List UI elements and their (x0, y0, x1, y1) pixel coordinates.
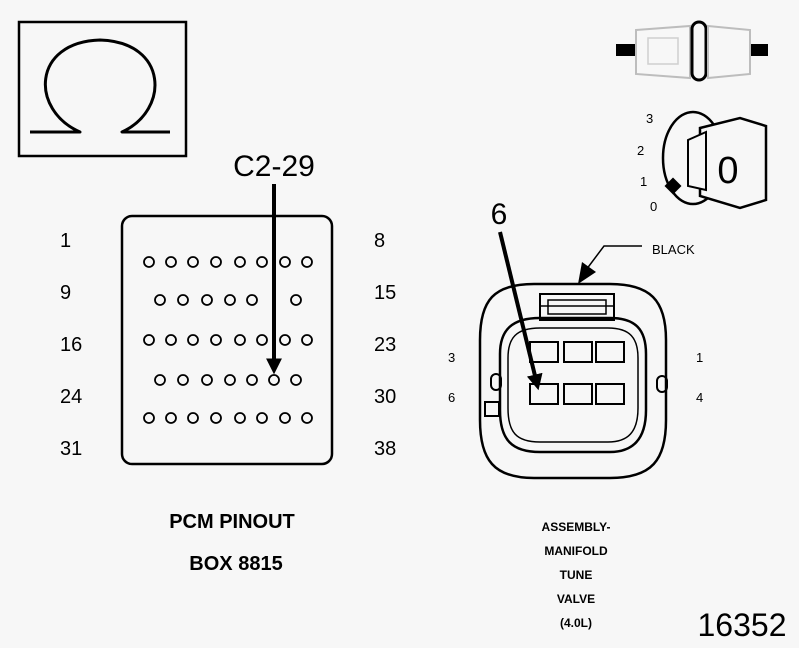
ignition-position-label: 0 (650, 199, 657, 214)
row-label-right: 15 (374, 282, 396, 304)
wire-callout-arrowhead (578, 262, 596, 284)
pcm-pin (256, 334, 268, 346)
ignition-switch-icon: 0 (616, 20, 768, 210)
pcm-pin (246, 374, 258, 386)
pcm-title-line1: PCM PINOUT (169, 511, 295, 533)
valve-caption-line: VALVE (557, 592, 595, 606)
key-head (698, 116, 768, 210)
pcm-connector (120, 214, 334, 466)
pcm-pin (143, 256, 155, 268)
valve-connector (478, 282, 668, 480)
pcm-pin (210, 412, 222, 424)
pcm-pin-field (143, 256, 313, 424)
valve-pin-callout-label: 6 (491, 198, 508, 231)
pcm-pin (256, 412, 268, 424)
pcm-pin (301, 256, 313, 268)
cavity (529, 383, 559, 405)
pcm-pin (290, 294, 302, 306)
row-label-left: 31 (60, 438, 82, 460)
pcm-pin (268, 374, 280, 386)
ignition-position-label: 3 (646, 111, 653, 126)
cavity (563, 341, 593, 363)
pcm-pin (177, 374, 189, 386)
row-label-left: 24 (60, 386, 82, 408)
ohmmeter-symbol (17, 20, 188, 158)
row-label-left: 9 (60, 282, 71, 304)
pcm-pin (177, 294, 189, 306)
omega-icon (30, 38, 170, 134)
pcm-pin (290, 374, 302, 386)
ignition-position-label: 1 (640, 174, 647, 189)
pcm-pin (246, 294, 258, 306)
pcm-pin (143, 412, 155, 424)
valve-pin-label: 1 (696, 350, 703, 365)
wire-color-label: BLACK (652, 242, 695, 257)
pcm-pin (224, 374, 236, 386)
valve-caption-line: ASSEMBLY- (542, 520, 611, 534)
valve-pin-callout-arrow (498, 231, 543, 391)
valve-pin-label: 3 (448, 350, 455, 365)
pcm-pin (187, 334, 199, 346)
pcm-pin (201, 374, 213, 386)
pcm-pin (234, 412, 246, 424)
valve-connector-shroud (498, 316, 648, 454)
pcm-pin (279, 334, 291, 346)
valve-connector-housing (478, 282, 668, 480)
pcm-pin (256, 256, 268, 268)
pcm-pin (210, 334, 222, 346)
pcm-pin (187, 256, 199, 268)
valve-pin-label: 4 (696, 390, 703, 405)
pcm-callout-label: C2-29 (233, 150, 315, 183)
valve-caption-line: TUNE (560, 568, 593, 582)
pcm-pin (301, 412, 313, 424)
valve-connector-latch (539, 293, 615, 321)
pcm-pin (279, 256, 291, 268)
valve-caption-line: (4.0L) (560, 616, 592, 630)
valve-connector-cavities (529, 341, 625, 405)
pcm-pin (234, 334, 246, 346)
row-label-right: 8 (374, 230, 385, 252)
pcm-pin (165, 412, 177, 424)
terminal-right (750, 44, 768, 56)
key-label: 0 (717, 150, 738, 192)
cavity (595, 341, 625, 363)
pcm-pin (165, 334, 177, 346)
pcm-pin (234, 256, 246, 268)
wire-callout-leader (585, 245, 642, 271)
row-label-left: 1 (60, 230, 71, 252)
pcm-pin (154, 294, 166, 306)
pcm-pin (165, 256, 177, 268)
ignition-position-label: 2 (637, 143, 644, 158)
cavity (563, 383, 593, 405)
pcm-pin (279, 412, 291, 424)
key-position-marker (664, 177, 682, 195)
row-label-right: 30 (374, 386, 396, 408)
cavity (529, 341, 559, 363)
pcm-pin (210, 256, 222, 268)
row-label-right: 23 (374, 334, 396, 356)
pcm-pin (143, 334, 155, 346)
pcm-title-line2: BOX 8815 (189, 553, 282, 575)
cavity (595, 383, 625, 405)
figure-number: 16352 (698, 607, 787, 643)
pcm-row-labels-right: 8 15 23 30 38 (374, 230, 396, 460)
pcm-connector-outline (120, 214, 334, 466)
valve-pin-label: 6 (448, 390, 455, 405)
row-label-left: 16 (60, 334, 82, 356)
pcm-pin (301, 334, 313, 346)
terminal-left (616, 44, 636, 56)
ohmmeter-symbol-frame (17, 20, 188, 158)
pcm-pin (154, 374, 166, 386)
pcm-pin (201, 294, 213, 306)
pcm-pin (224, 294, 236, 306)
row-label-right: 38 (374, 438, 396, 460)
valve-caption-line: MANIFOLD (544, 544, 608, 558)
pcm-pin (187, 412, 199, 424)
pcm-row-labels-left: 1 9 16 24 31 (60, 230, 82, 460)
